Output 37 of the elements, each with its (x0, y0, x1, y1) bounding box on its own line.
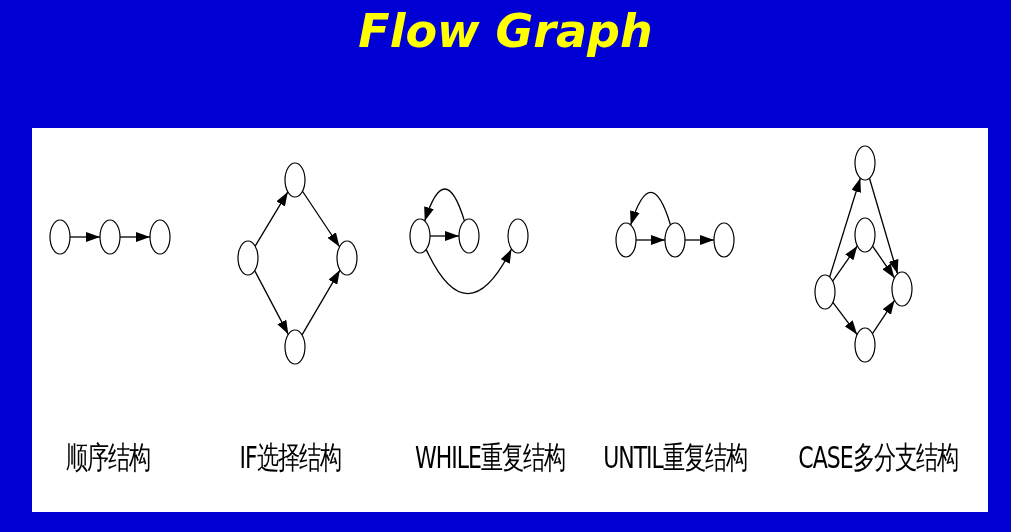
structure-caption: WHILE重复结构 (415, 438, 565, 477)
node-circle (615, 222, 637, 258)
arrow (871, 245, 896, 279)
node-circle (284, 162, 306, 198)
arrow (630, 191, 672, 226)
node-circle (664, 222, 686, 258)
node-circle (237, 240, 259, 276)
structure-caption: CASE多分支结构 (798, 438, 958, 477)
structure-caption: 顺序结构 (66, 438, 150, 477)
arrow (301, 269, 341, 336)
node-circle (854, 217, 876, 253)
arrow (832, 301, 858, 336)
node-circle (284, 329, 306, 365)
arrow (871, 299, 896, 335)
node-circle (814, 274, 836, 310)
node-circle (854, 145, 876, 181)
structure-caption: IF选择结构 (239, 438, 341, 477)
arrow (301, 190, 341, 248)
node-circle (336, 240, 358, 276)
arrow (425, 248, 513, 295)
arrow (829, 177, 861, 278)
arrow (868, 177, 899, 275)
arrow (832, 245, 858, 282)
arrow (254, 270, 289, 335)
arrow (424, 188, 466, 222)
node-circle (149, 219, 171, 255)
node-circle (507, 218, 529, 254)
node-circle (49, 219, 71, 255)
node-circle (409, 218, 431, 254)
node-circle (458, 218, 480, 254)
title: Flow Graph (357, 4, 654, 58)
structure-caption: UNTIL重复结构 (603, 438, 747, 477)
node-circle (99, 219, 121, 255)
arrow (254, 191, 289, 247)
node-circle (854, 327, 876, 363)
node-circle (713, 222, 735, 258)
node-circle (891, 271, 913, 307)
